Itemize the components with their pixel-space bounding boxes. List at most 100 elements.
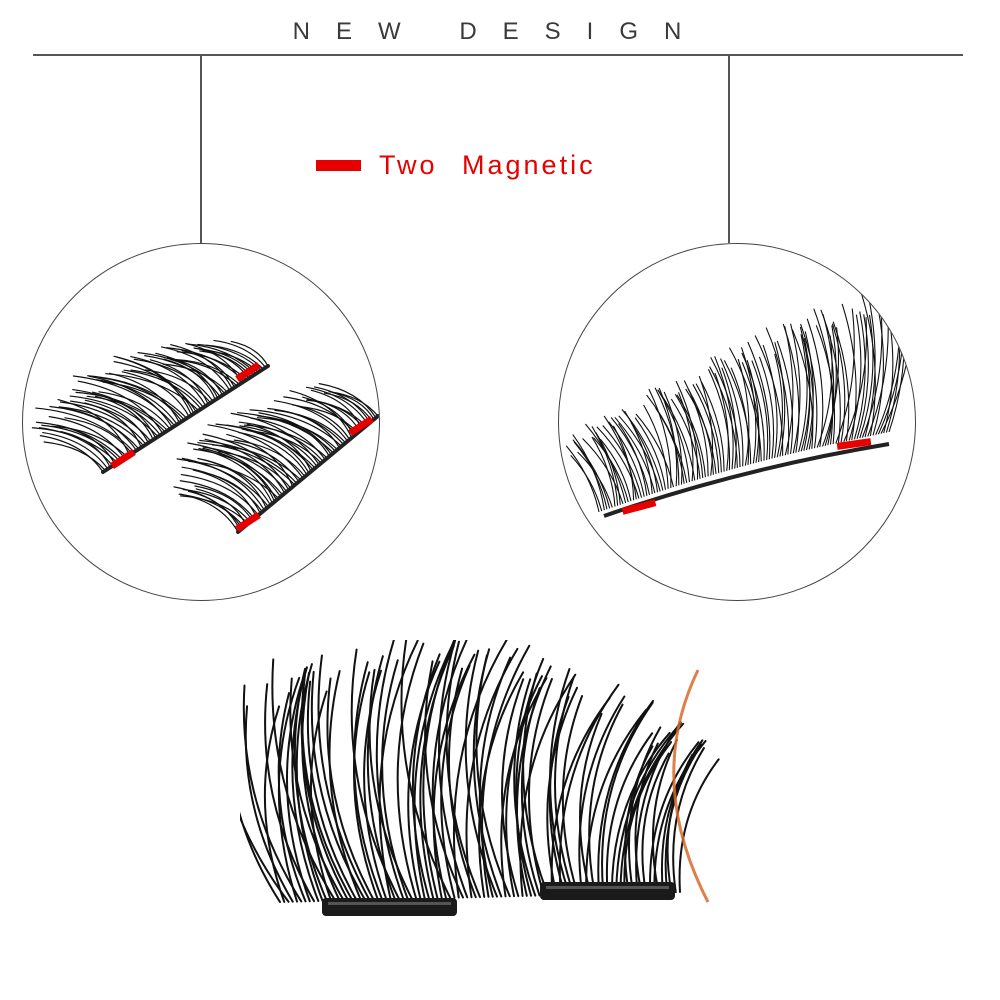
- lash-hair: [856, 314, 869, 439]
- lash-hair: [700, 381, 725, 472]
- lash-hair: [848, 314, 862, 441]
- lash-hair: [737, 358, 750, 466]
- lash-hair: [741, 362, 760, 463]
- lash-hair: [464, 649, 499, 898]
- lash-hair: [747, 341, 771, 460]
- lash-hair: [48, 416, 126, 459]
- lash-hair: [230, 412, 320, 466]
- lash-hair: [859, 314, 874, 439]
- lash-hair: [800, 323, 818, 449]
- lash-hair: [714, 356, 734, 470]
- lash-hair: [218, 451, 292, 489]
- lash-hair: [137, 352, 226, 395]
- lash-hair: [43, 441, 106, 472]
- magnet-strip: [348, 415, 374, 437]
- magnet-strip: [621, 499, 657, 515]
- lash-hair: [500, 677, 548, 898]
- lash-hair: [242, 684, 303, 903]
- lash-hair: [144, 355, 221, 398]
- lash-hair: [180, 495, 249, 525]
- lash-hair: [51, 425, 128, 458]
- lash-hair: [621, 409, 664, 491]
- magnet-strip: [235, 361, 261, 383]
- magnet-highlight-right: [546, 886, 669, 889]
- lash-hair: [585, 708, 647, 896]
- lash-hair: [573, 441, 608, 510]
- lash-hair: [250, 417, 326, 461]
- lash-hair: [350, 648, 401, 901]
- curved-lash-strip: [565, 282, 915, 518]
- lash-hair: [790, 323, 801, 454]
- lash-hair: [520, 687, 541, 897]
- lash-hair: [274, 409, 347, 444]
- lash-hair: [610, 731, 671, 895]
- lash-hair: [207, 424, 304, 479]
- lash-hair: [720, 358, 744, 467]
- lash-hair: [238, 421, 324, 462]
- lash-hair: [84, 399, 150, 444]
- lash-hair: [98, 391, 171, 430]
- lash-hair: [318, 383, 377, 419]
- lash-hair: [546, 686, 579, 897]
- lash-hair: [678, 758, 720, 893]
- lash-hair: [213, 339, 267, 369]
- magnet-strip: [836, 438, 872, 450]
- lash-hair: [824, 325, 837, 446]
- lash-hair: [674, 393, 704, 479]
- lash-hair: [175, 358, 240, 386]
- lash-hair: [178, 493, 245, 528]
- lash-hair: [614, 416, 656, 494]
- lash-hair: [35, 421, 123, 461]
- lash-hair: [841, 303, 857, 441]
- lash-hair: [501, 678, 525, 898]
- lash-hair: [685, 388, 717, 475]
- right-closeup-circle: [558, 243, 916, 601]
- lash-hair: [225, 439, 300, 483]
- lash-hair: [741, 352, 765, 461]
- lash-hair: [630, 422, 659, 493]
- lash-hair: [595, 432, 621, 505]
- lash-hair: [610, 417, 651, 496]
- lash-hair: [130, 369, 205, 409]
- lash-hair: [707, 369, 731, 471]
- lash-hair: [709, 366, 738, 468]
- lash-hair: [35, 407, 135, 453]
- lash-hair: [197, 442, 296, 486]
- left-lash-illustration: [31, 339, 379, 534]
- lash-hair: [237, 412, 334, 454]
- lash-hair: [549, 668, 571, 896]
- lash-hair: [193, 448, 284, 496]
- lash-hair: [516, 665, 552, 897]
- lash-hair: [230, 340, 269, 367]
- lash-hair: [657, 389, 696, 481]
- lash-hair: [87, 375, 188, 419]
- lash-hair: [618, 415, 661, 492]
- lash-hair: [133, 358, 214, 402]
- lash-hair: [431, 640, 468, 899]
- lash-hair: [475, 654, 511, 898]
- lash-hair: [513, 678, 537, 897]
- main-lash-strip: [240, 640, 720, 903]
- lash-hair: [59, 401, 147, 445]
- lash-hair: [301, 678, 354, 902]
- lash-hair: [597, 699, 655, 896]
- lash-hair: [666, 753, 694, 894]
- top-divider: [33, 54, 963, 56]
- lash-hair: [49, 405, 140, 450]
- lash-hair: [194, 485, 253, 521]
- lash-hair: [762, 344, 778, 458]
- lash-hair: [108, 372, 181, 424]
- lash-hair: [155, 352, 219, 399]
- lash-hair: [263, 705, 286, 903]
- lash-hair: [746, 360, 760, 463]
- lash-hair: [822, 314, 835, 446]
- lash-hair: [293, 667, 328, 902]
- lash-hair: [244, 705, 294, 903]
- lash-hair: [582, 438, 624, 505]
- lash-hair: [692, 384, 720, 474]
- lash-hair: [368, 668, 413, 900]
- lash-hair: [331, 391, 375, 420]
- lash-hair: [310, 670, 367, 901]
- lash-hair: [634, 417, 667, 490]
- lash-hair: [835, 308, 855, 444]
